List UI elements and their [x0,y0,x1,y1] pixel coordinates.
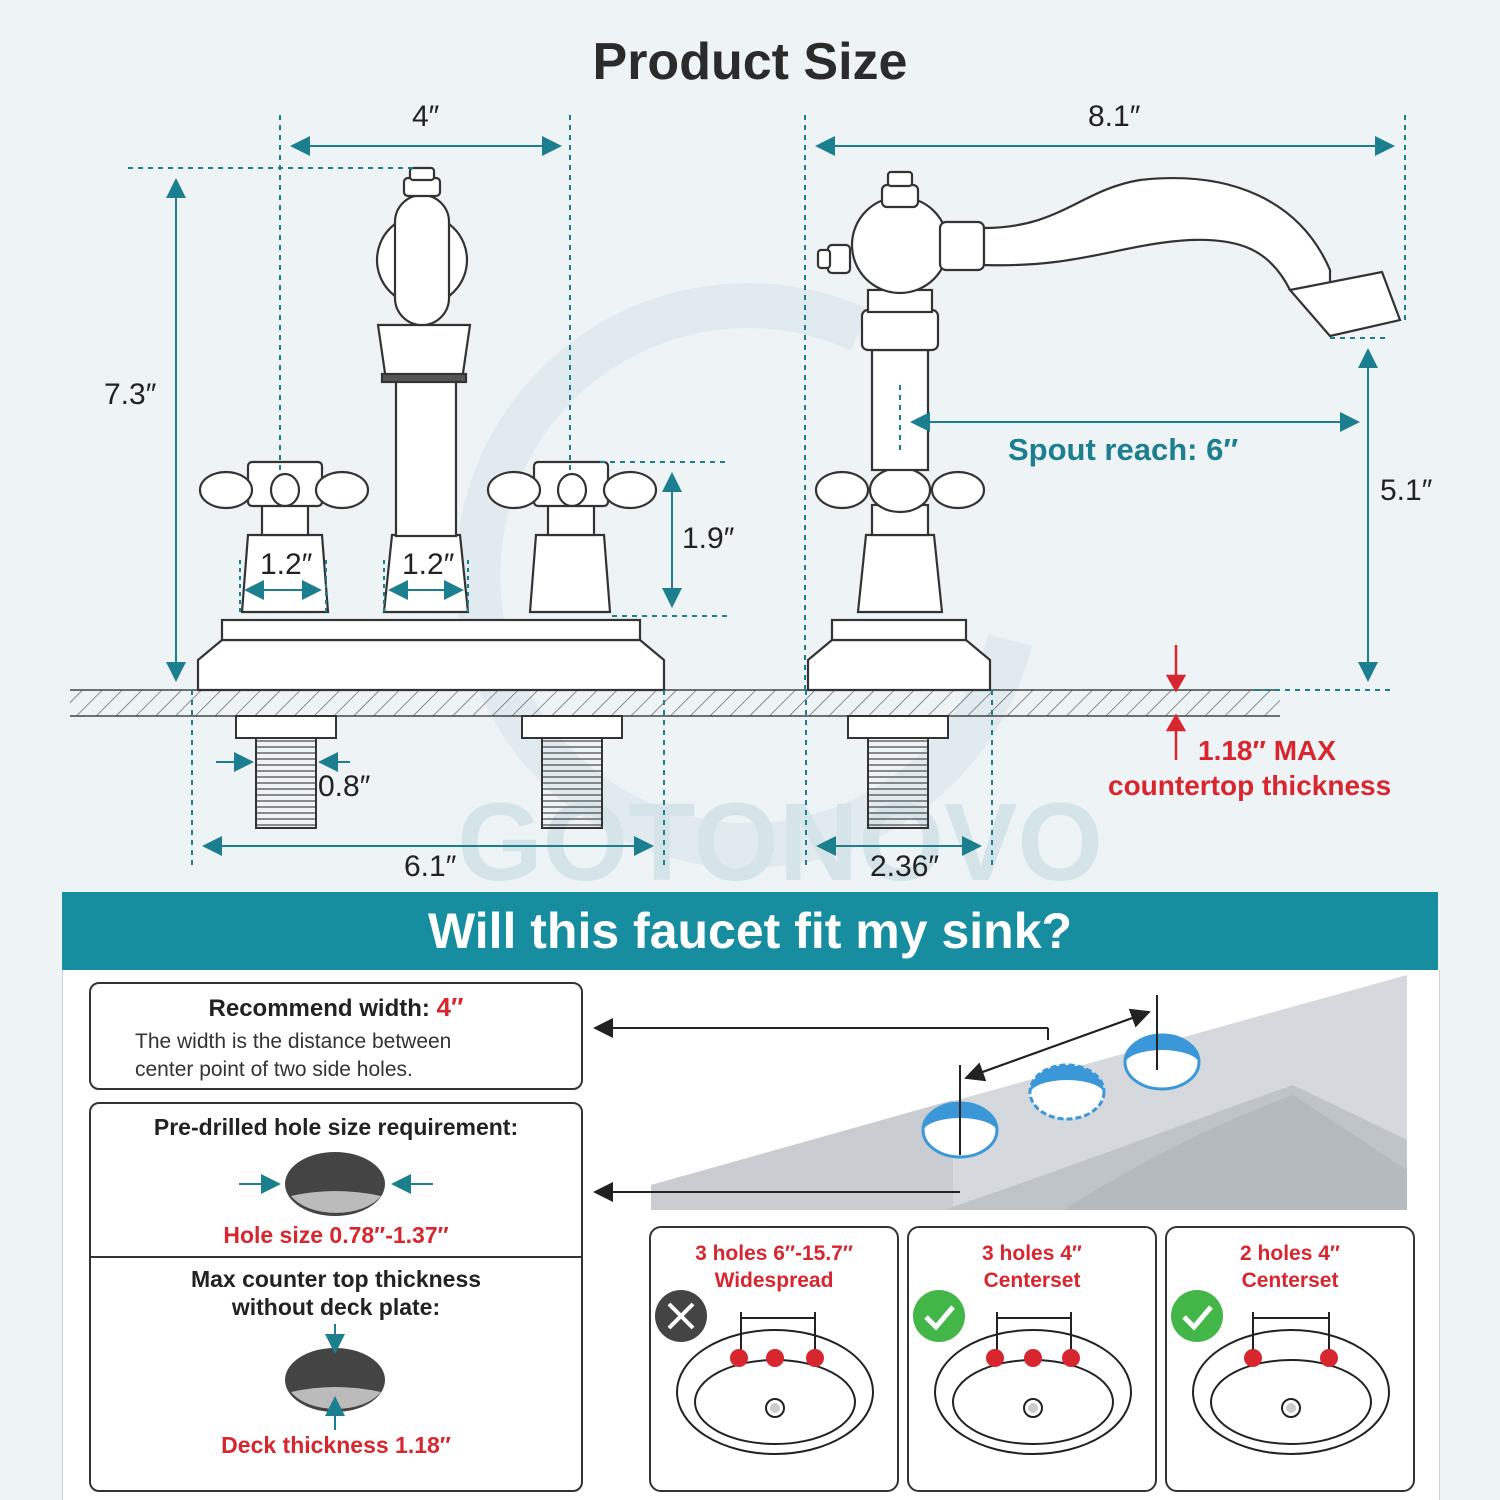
hole-size-value: Hole size 0.78″-1.37″ [223,1222,449,1248]
faucet-drawing: GOTONOVO [70,115,1406,890]
thickness-icon [285,1324,385,1430]
fit-panel: Recommend width: 4″ The width is the dis… [62,970,1440,1500]
thickness-title-2: without deck plate: [231,1294,441,1320]
front-shanks [235,715,623,829]
sink-card-centerset-3-line2: Centerset [983,1269,1081,1292]
dim-base-width-center: 1.2″ [402,548,455,581]
check-icon [913,1290,965,1342]
dim-handle-height: 1.9″ [682,522,735,555]
countertop-illustration [593,975,1407,1210]
sink-diagram-widespread [655,1290,874,1455]
dim-spout-height: 5.1″ [1380,474,1433,507]
sink-card-widespread-line2: Widespread [714,1269,834,1292]
dim-max-thickness-caption: countertop thickness [1108,770,1392,801]
hole-size-title: Pre-drilled hole size requirement: [153,1114,519,1140]
dim-shank: 0.8″ [318,770,371,803]
sink-holes [921,1033,1201,1159]
dim-spout-reach: Spout reach: 6″ [1008,432,1239,467]
recommend-width-title: Recommend width: 4″ [91,992,581,1023]
dim-base-width-left: 1.2″ [260,548,313,581]
sink-card-widespread-line1: 3 holes 6″-15.7″ [695,1242,853,1265]
fit-banner: Will this faucet fit my sink? [62,892,1438,970]
sink-card-widespread: 3 holes 6″-15.7″ Widespread [649,1226,899,1492]
recommend-width-box: Recommend width: 4″ The width is the dis… [89,982,583,1090]
dim-side-base: 2.36″ [870,850,940,883]
sink-diagram-centerset-3 [913,1290,1132,1455]
side-shank [847,715,949,829]
recommend-width-label: Recommend width: [208,995,430,1022]
sink-card-centerset-3-line1: 3 holes 4″ [982,1242,1082,1265]
sink-diagram-centerset-2 [1171,1290,1390,1455]
sink-card-centerset-2: 2 holes 4″ Centerset [1165,1226,1415,1492]
dim-max-thickness: 1.18″ MAX [1198,735,1336,766]
page-title: Product Size [592,33,908,91]
dim-height: 7.3″ [104,378,157,411]
thickness-arrows [1165,645,1187,760]
dim-overall-base: 6.1″ [404,850,457,883]
recommend-width-value: 4″ [436,992,464,1022]
hole-requirements-box: Pre-drilled hole size requirement: Hole … [89,1102,583,1492]
check-icon [1171,1290,1223,1342]
sink-card-centerset-3: 3 holes 4″ Centerset [907,1226,1157,1492]
dimension-lines [128,115,1406,870]
sink-card-centerset-2-line1: 2 holes 4″ [1240,1242,1340,1265]
dim-top-width: 4″ [412,100,440,133]
faucet-side-view [806,170,1402,692]
recommend-width-desc-2: center point of two side holes. [135,1058,413,1081]
recommend-width-desc-1: The width is the distance between [135,1030,452,1053]
faucet-front-view [196,166,666,692]
thickness-title-1: Max counter top thickness [190,1266,482,1292]
dim-overall-length: 8.1″ [1088,100,1141,133]
thickness-value: Deck thickness 1.18″ [221,1432,451,1458]
sink-card-centerset-2-line2: Centerset [1241,1269,1339,1292]
box-divider [91,1256,581,1258]
countertop [70,689,1280,717]
hole-size-icon [239,1152,433,1216]
